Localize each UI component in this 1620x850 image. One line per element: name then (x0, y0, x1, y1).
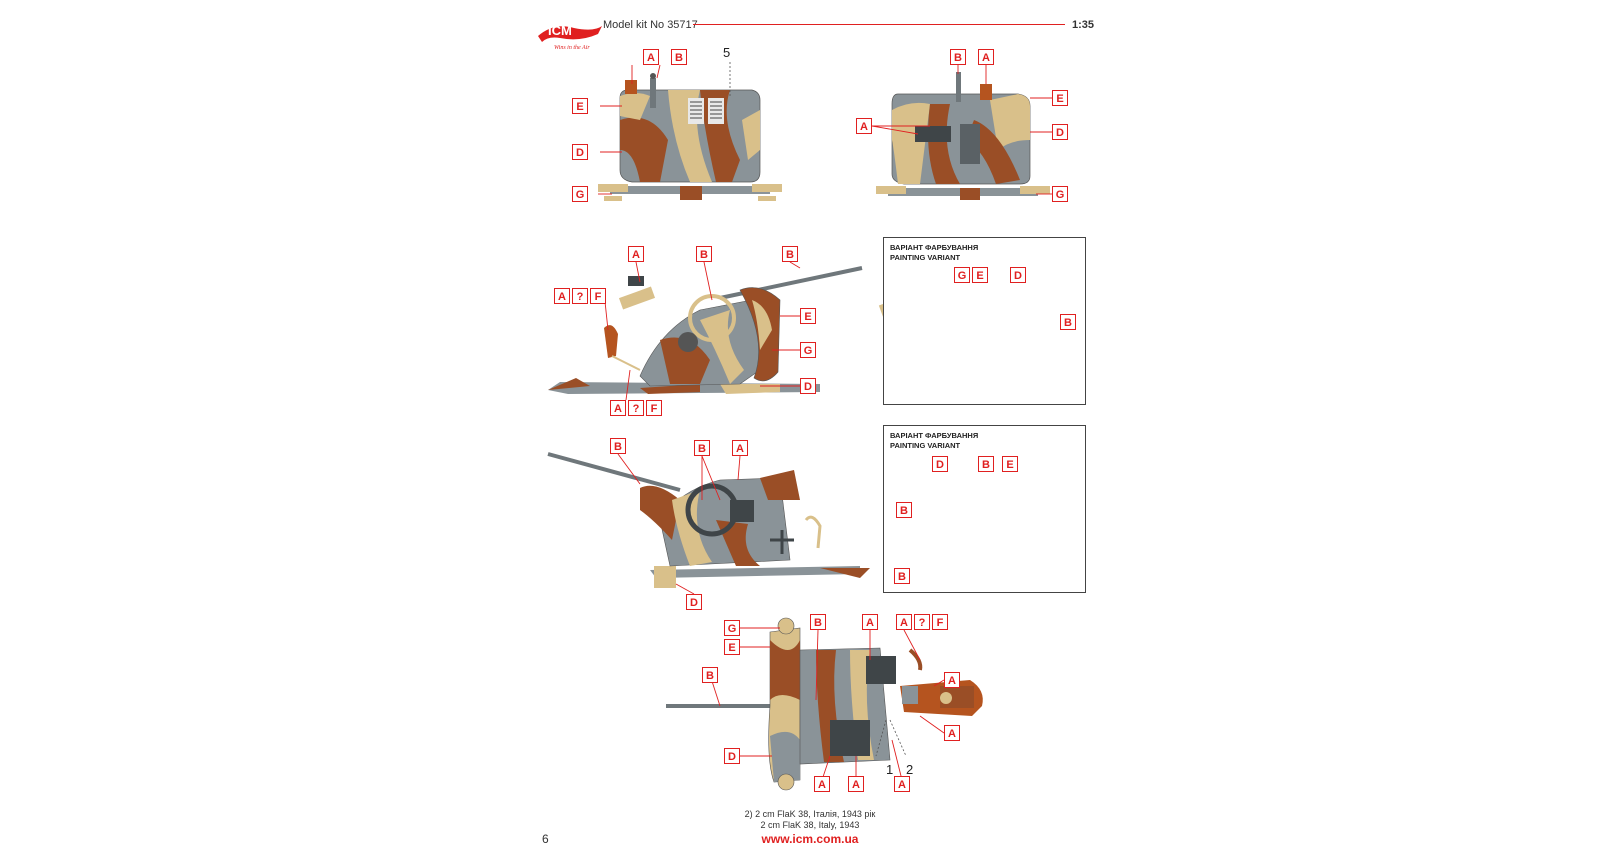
callout-d: D (572, 144, 588, 160)
callout-g: G (954, 267, 970, 283)
part-number-1: 1 (886, 762, 894, 777)
icm-logo: ICM Wins in the Air (538, 23, 602, 51)
panel-title: ВАРІАНТ ФАРБУВАННЯ PAINTING VARIANT (890, 243, 978, 263)
callout-a: A (643, 49, 659, 65)
callout-question: ? (628, 400, 644, 416)
callout-e: E (1052, 90, 1068, 106)
callout-question: ? (572, 288, 588, 304)
side-view-3 (548, 261, 863, 401)
callout-a: A (554, 288, 570, 304)
callout-b: B (696, 246, 712, 262)
top-view-5 (666, 617, 983, 791)
panel-title-ua: ВАРІАНТ ФАРБУВАННЯ (890, 431, 979, 440)
callout-b: B (978, 456, 994, 472)
logo-tagline: Wins in the Air (554, 45, 590, 51)
callout-f: F (646, 400, 662, 416)
website-link[interactable]: www.icm.com.ua (761, 832, 859, 846)
callout-d: D (800, 378, 816, 394)
callout-a: A (896, 614, 912, 630)
callout-a: A (978, 49, 994, 65)
callout-b: B (782, 246, 798, 262)
callout-a: A (610, 400, 626, 416)
callout-b: B (702, 667, 718, 683)
callout-d: D (724, 748, 740, 764)
front-view-1 (598, 62, 782, 201)
callout-b: B (610, 438, 626, 454)
callout-g: G (800, 342, 816, 358)
callout-a: A (894, 776, 910, 792)
part-number-2: 2 (906, 762, 914, 777)
part-number-5: 5 (723, 45, 731, 60)
callout-g: G (572, 186, 588, 202)
callout-b: B (671, 49, 687, 65)
kit-number: Model kit No 35717 (603, 19, 698, 31)
callout-b: B (1060, 314, 1076, 330)
callout-e: E (724, 639, 740, 655)
scale-label: 1:35 (1072, 19, 1095, 31)
caption-ukrainian: 2) 2 cm FlaK 38, Італія, 1943 рік (744, 809, 876, 819)
callout-b: B (950, 49, 966, 65)
callout-g: G (724, 620, 740, 636)
callout-b: B (894, 568, 910, 584)
callout-a: A (848, 776, 864, 792)
callout-d: D (1052, 124, 1068, 140)
callout-d: D (1010, 267, 1026, 283)
callout-e: E (972, 267, 988, 283)
callout-d: D (686, 594, 702, 610)
panel-title: ВАРІАНТ ФАРБУВАННЯ PAINTING VARIANT (890, 431, 978, 451)
callout-a: A (862, 614, 878, 630)
callout-e: E (1002, 456, 1018, 472)
panel-title-en: PAINTING VARIANT (890, 253, 961, 262)
panel-title-en: PAINTING VARIANT (890, 441, 961, 450)
callout-d: D (932, 456, 948, 472)
caption-english: 2 cm FlaK 38, Italy, 1943 (760, 820, 860, 830)
callout-b: B (810, 614, 826, 630)
callout-a: A (814, 776, 830, 792)
callout-e: E (572, 98, 588, 114)
callout-b: B (896, 502, 912, 518)
callout-e: E (800, 308, 816, 324)
page-number: 6 (542, 832, 549, 846)
logo-brand: ICM (548, 23, 572, 38)
callout-a: A (856, 118, 872, 134)
painting-variant-panel-1: ВАРІАНТ ФАРБУВАННЯ PAINTING VARIANT (883, 237, 1086, 405)
rear-view-2 (871, 65, 1052, 200)
side-view-4 (547, 452, 870, 595)
callout-a: A (944, 725, 960, 741)
callout-f: F (590, 288, 606, 304)
callout-a: A (732, 440, 748, 456)
callout-question: ? (914, 614, 930, 630)
callout-a: A (944, 672, 960, 688)
callout-g: G (1052, 186, 1068, 202)
panel-title-ua: ВАРІАНТ ФАРБУВАННЯ (890, 243, 979, 252)
painting-variant-panel-2: ВАРІАНТ ФАРБУВАННЯ PAINTING VARIANT (883, 425, 1086, 593)
header-rule (693, 24, 1065, 25)
callout-a: A (628, 246, 644, 262)
callout-b: B (694, 440, 710, 456)
callout-f: F (932, 614, 948, 630)
